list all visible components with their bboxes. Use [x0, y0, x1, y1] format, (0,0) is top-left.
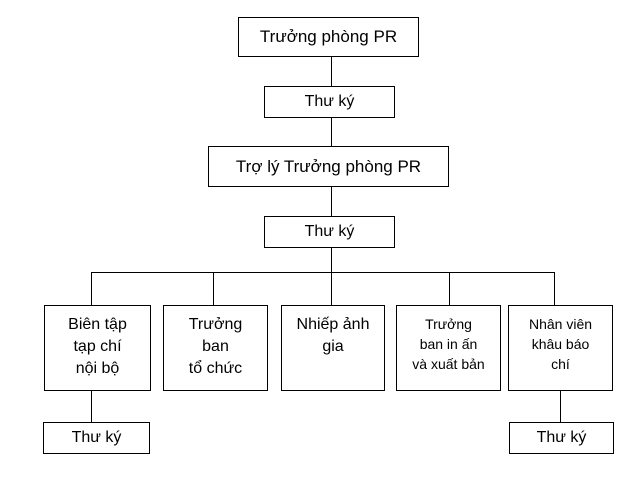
connector-dept-1-secretary: [91, 390, 92, 422]
connector-branch-dept-2: [213, 272, 214, 305]
connector-secretary-to-branch: [331, 247, 332, 273]
node-head-secretary: Thư ký: [264, 86, 395, 118]
connector-dept-5-secretary: [560, 390, 561, 422]
node-assistant-head-of-pr: Trợ lý Trưởng phòng PR: [208, 146, 449, 187]
connector-branch-dept-4: [449, 272, 450, 305]
connector-secretary-to-assistant: [331, 117, 332, 146]
node-dept-organization-head: Trưởng ban tổ chức: [163, 305, 268, 391]
connector-branch-dept-3: [331, 272, 332, 305]
branch-line: [91, 272, 555, 273]
node-dept-5-secretary: Thư ký: [509, 422, 614, 454]
node-dept-press-staff: Nhân viên khâu báo chí: [508, 305, 613, 391]
node-dept-photographer: Nhiếp ảnh gia: [281, 305, 385, 391]
node-dept-1-secretary: Thư ký: [43, 422, 150, 454]
node-head-of-pr: Trưởng phòng PR: [238, 17, 419, 57]
node-dept-magazine-editor: Biên tập tạp chí nội bộ: [44, 305, 151, 391]
node-assistant-secretary: Thư ký: [264, 216, 395, 248]
connector-head-to-secretary: [331, 56, 332, 86]
connector-branch-dept-5: [554, 272, 555, 305]
node-dept-printing-head: Trưởng ban in ấn và xuất bản: [396, 305, 501, 391]
connector-branch-dept-1: [91, 272, 92, 305]
connector-assistant-to-secretary: [331, 186, 332, 216]
